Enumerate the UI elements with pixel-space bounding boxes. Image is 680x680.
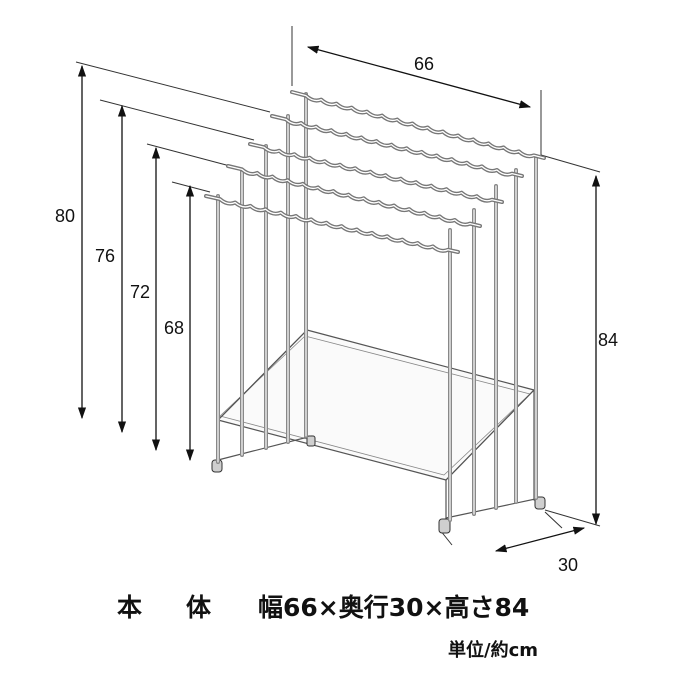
rack-drawing bbox=[204, 90, 546, 534]
top-bar-highlight-4 bbox=[227, 165, 481, 227]
caption-main-right: 体 bbox=[186, 593, 212, 622]
top-bar-1 bbox=[290, 90, 546, 160]
rack-top-bars bbox=[204, 90, 546, 254]
dim-label-68: 68 bbox=[164, 318, 184, 338]
dim-label-width: 66 bbox=[414, 54, 434, 74]
dim-label-height: 84 bbox=[598, 330, 618, 350]
caption-dimensions: 幅66×奥行30×高さ84 bbox=[258, 593, 530, 622]
top-bar-highlight-3 bbox=[249, 143, 503, 203]
top-bar-highlight-2 bbox=[271, 115, 523, 177]
caption-unit: 単位/約cm bbox=[448, 640, 538, 661]
dim-label-76: 76 bbox=[95, 246, 115, 266]
rack-feet bbox=[211, 435, 546, 534]
dim-label-80: 80 bbox=[55, 206, 75, 226]
caption-main-label: 本体 bbox=[117, 588, 211, 624]
caption-title-row: 本体 幅66×奥行30×高さ84 bbox=[0, 588, 680, 624]
top-bar-highlight-5 bbox=[205, 195, 459, 253]
dim-label-72: 72 bbox=[130, 282, 150, 302]
caption-main-left: 本 bbox=[117, 593, 143, 622]
dim-label-depth: 30 bbox=[558, 555, 578, 575]
dimension-arrows bbox=[77, 45, 601, 553]
rack-posts bbox=[216, 92, 538, 522]
top-bar-highlight-1 bbox=[291, 91, 545, 159]
